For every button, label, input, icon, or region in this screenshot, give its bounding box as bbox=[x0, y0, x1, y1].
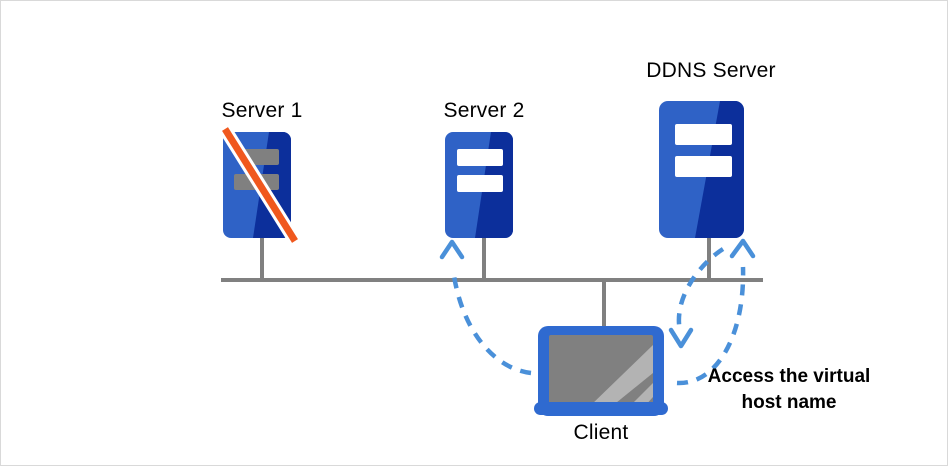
server-1-disabled-slash-icon bbox=[222, 127, 298, 243]
access-virtual-host-name-annotation: Access the virtual host name bbox=[689, 364, 889, 415]
server-1-icon[interactable] bbox=[219, 125, 301, 245]
server-1-label: Server 1 bbox=[221, 99, 303, 122]
client-to-server-2-flow-line bbox=[450, 268, 532, 376]
client-to-ddns-query-arrowhead-icon bbox=[729, 238, 756, 259]
ddns-to-client-response-flow-line bbox=[676, 247, 725, 332]
annotation-line-1: Access the virtual bbox=[707, 366, 871, 387]
client-label: Client bbox=[573, 421, 629, 444]
client-screen-shine-narrow bbox=[629, 383, 653, 407]
ddns-server-icon[interactable] bbox=[659, 101, 744, 238]
flow-arrows-group bbox=[439, 238, 756, 386]
ddns-server-panel-top bbox=[675, 124, 732, 145]
client-laptop-base bbox=[534, 402, 668, 415]
annotation-line-2: host name bbox=[741, 391, 837, 413]
client-to-ddns-query-flow-line bbox=[676, 266, 746, 386]
bus-line-group bbox=[221, 238, 763, 328]
server-2-panel-top bbox=[457, 149, 503, 166]
ddns-server-panel-bottom bbox=[675, 156, 732, 177]
ddns-to-client-response-arrowhead-icon bbox=[668, 327, 694, 349]
server-2-icon[interactable] bbox=[445, 132, 513, 238]
server-2-label: Server 2 bbox=[443, 99, 525, 122]
server-2-panel-bottom bbox=[457, 175, 503, 192]
client-laptop-icon[interactable] bbox=[534, 326, 668, 416]
client-screen-shine-wide bbox=[589, 345, 653, 407]
ddns-server-label: DDNS Server bbox=[646, 59, 776, 82]
client-to-server-2-arrowhead-icon bbox=[439, 239, 465, 260]
